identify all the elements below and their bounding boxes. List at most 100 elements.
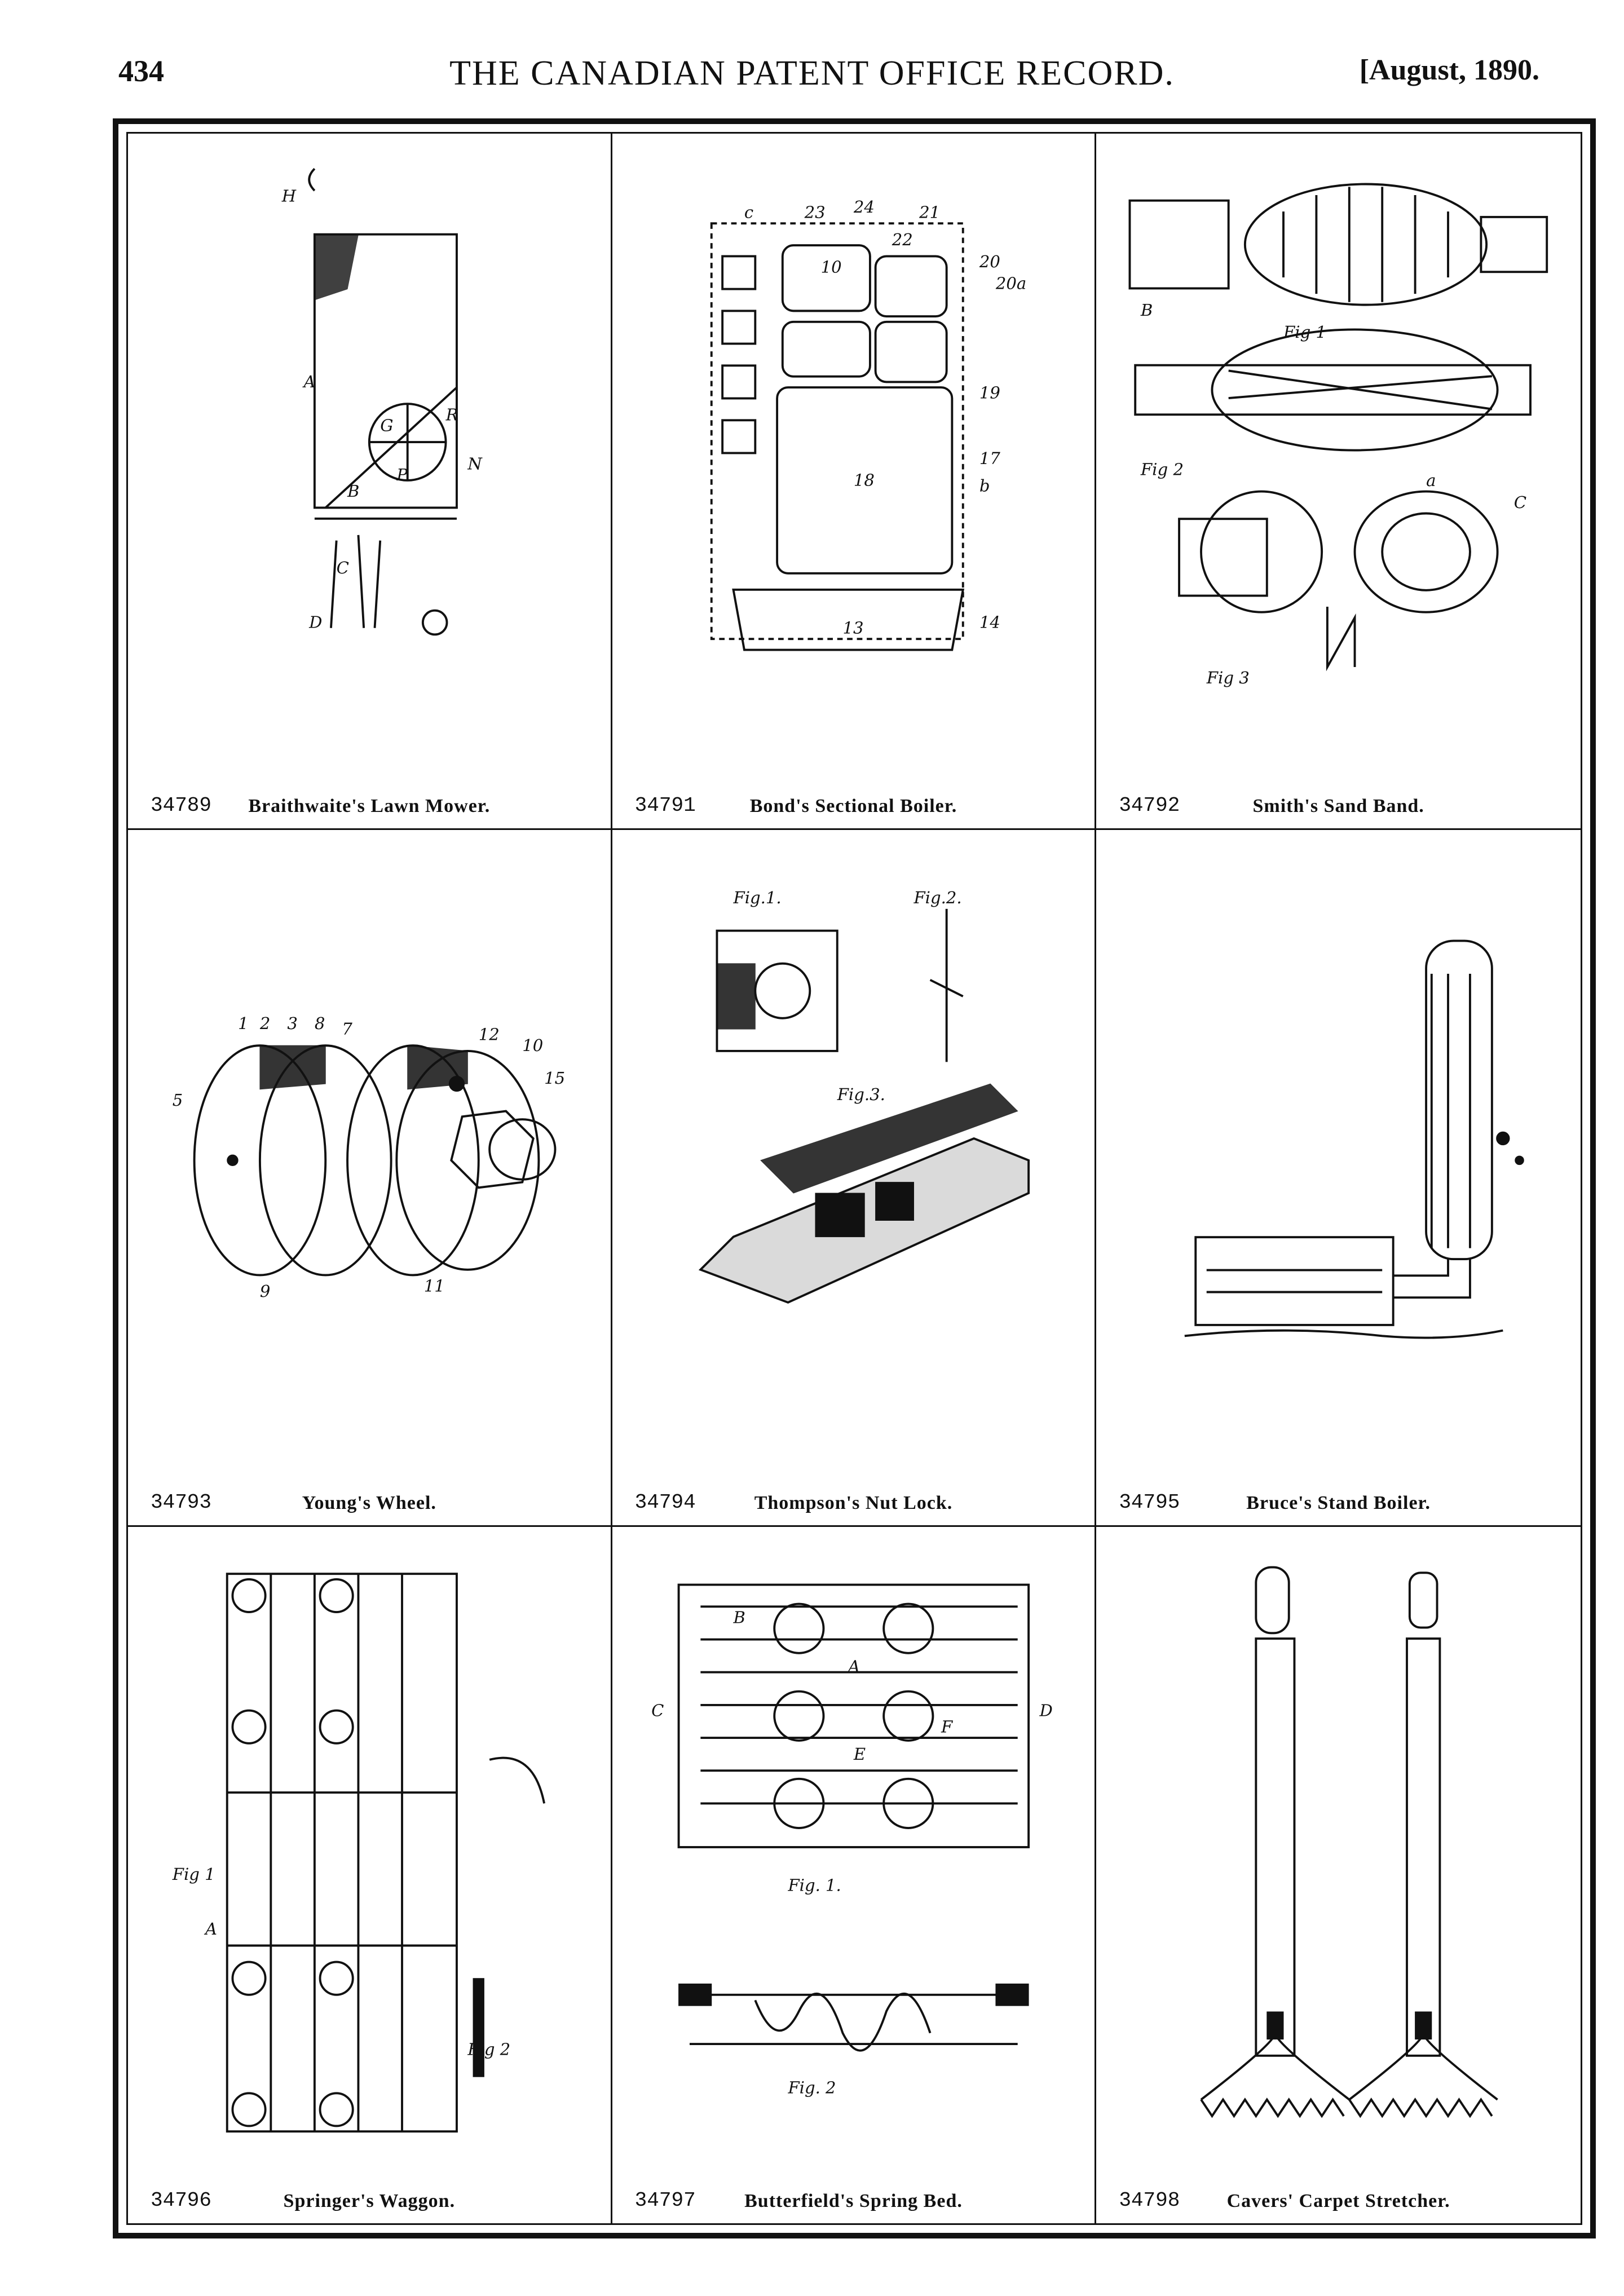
figure-caption: 34789 Braithwaite's Lawn Mower. [128, 789, 611, 817]
label-fig1: Fig.1. [732, 888, 781, 907]
label-1: 1 [238, 1014, 249, 1033]
label-c: c [744, 203, 753, 222]
label-10: 10 [820, 258, 841, 277]
label-fig2: Fig.2. [913, 888, 961, 907]
carpet-stretcher-drawing [1200, 1566, 1499, 2118]
label-7: 7 [342, 1019, 352, 1039]
label-fig1: Fig 1 [172, 1865, 215, 1884]
label-a: A [846, 1657, 860, 1676]
label-fig3: Fig 3 [1206, 668, 1250, 687]
label-g: G [380, 416, 393, 435]
label-12: 12 [479, 1025, 500, 1044]
patent-title: Cavers' Carpet Stretcher. [1226, 2191, 1450, 2211]
label-b: B [347, 482, 359, 501]
label-24: 24 [853, 197, 874, 217]
label-fig2: Fig 2 [467, 2039, 510, 2059]
label-20: 20 [978, 252, 1000, 271]
label-a: a [1426, 471, 1436, 490]
label-c: C [337, 558, 349, 577]
sand-band-drawing: Fig 1 Fig 2 Fig 3 B C a [1128, 183, 1548, 687]
patent-title: Thompson's Nut Lock. [754, 1492, 953, 1513]
patent-number: 34792 [1119, 794, 1180, 818]
label-n: N [467, 454, 483, 474]
label-fig1: Fig. 1. [787, 1875, 841, 1895]
patent-number: 34798 [1119, 2189, 1180, 2212]
label-d: D [308, 613, 322, 632]
label-23: 23 [804, 203, 825, 222]
label-r: R [445, 405, 458, 424]
patent-number: 34793 [151, 1490, 212, 1514]
figure-cell-nut-lock: Fig.1. Fig.2. Fig.3. 34794 Thompson's Nu… [612, 830, 1097, 1527]
waggon-drawing: Fig 1 Fig 2 A [172, 1572, 545, 2132]
figure-cell-carpet-stretcher: 34798 Cavers' Carpet Stretcher. [1096, 1527, 1581, 2223]
patent-title: Bond's Sectional Boiler. [749, 796, 957, 817]
patent-number: 34797 [634, 2189, 696, 2212]
label-13: 13 [842, 618, 863, 637]
label-5: 5 [173, 1090, 183, 1110]
label-f: F [941, 1717, 954, 1736]
patent-title: Bruce's Stand Boiler. [1246, 1492, 1431, 1513]
spring-bed-drawing: Fig. 1. Fig. 2 A B C D E F [651, 1583, 1052, 2097]
issue-date: [August, 1890. [1359, 54, 1539, 86]
plate-inner-frame: A B C D G H N P R 34789 Braithwaite's La… [126, 132, 1582, 2225]
label-d: D [1039, 1701, 1052, 1720]
patent-title: Braithwaite's Lawn Mower. [248, 796, 491, 817]
figure-caption: 34797 Butterfield's Spring Bed. [612, 2184, 1095, 2212]
label-14: 14 [979, 613, 1000, 632]
plate-frame: A B C D G H N P R 34789 Braithwaite's La… [113, 118, 1596, 2238]
label-fig1: Fig 1 [1283, 323, 1326, 342]
label-2: 2 [259, 1014, 271, 1033]
figure-caption: 34793 Young's Wheel. [128, 1486, 611, 1514]
patent-number: 34789 [151, 794, 212, 818]
label-fig2: Fig 2 [1140, 460, 1184, 479]
patent-title: Springer's Waggon. [283, 2191, 456, 2211]
label-b: B [732, 1608, 745, 1627]
patent-number: 34796 [151, 2189, 212, 2212]
label-21: 21 [919, 203, 940, 222]
nut-lock-drawing: Fig.1. Fig.2. Fig.3. [698, 888, 1030, 1304]
figure-caption: 34792 Smith's Sand Band. [1096, 789, 1581, 817]
publication-title: THE CANADIAN PATENT OFFICE RECORD. [449, 54, 1175, 92]
label-11: 11 [424, 1277, 445, 1296]
lawn-mower-drawing: A B C D G H N P R [281, 167, 483, 636]
label-9: 9 [260, 1282, 271, 1301]
figure-cell-stand-boiler: 34795 Bruce's Stand Boiler. [1096, 830, 1581, 1527]
figure-cell-spring-bed: Fig. 1. Fig. 2 A B C D E F 34797 Butterf… [612, 1526, 1097, 2223]
label-20a: 20a [995, 274, 1026, 293]
wheel-drawing: 1 2 3 5 7 8 9 10 11 12 15 [173, 1014, 565, 1301]
patent-number: 34795 [1119, 1490, 1180, 1514]
figure-caption: 34791 Bond's Sectional Boiler. [612, 789, 1095, 817]
label-e: E [853, 1744, 865, 1763]
label-10: 10 [522, 1036, 543, 1055]
figure-cell-lawn-mower: A B C D G H N P R 34789 Braithwaite's La… [128, 134, 612, 831]
patent-number: 34794 [634, 1490, 696, 1514]
label-22: 22 [891, 230, 912, 249]
label-c: C [651, 1701, 664, 1720]
label-18: 18 [853, 471, 874, 490]
label-a: A [204, 1919, 217, 1939]
patent-title: Butterfield's Spring Bed. [744, 2191, 963, 2211]
figure-cell-wheel: 1 2 3 5 7 8 9 10 11 12 15 34793 Young's … [128, 830, 612, 1527]
sectional-boiler-drawing: c 10 13 14 17 18 19 20 20a 21 22 23 24 b [710, 197, 1026, 651]
label-15: 15 [544, 1068, 565, 1088]
label-p: P [396, 465, 408, 484]
label-19: 19 [979, 383, 1000, 403]
figure-grid: A B C D G H N P R 34789 Braithwaite's La… [128, 134, 1581, 2223]
label-8: 8 [315, 1014, 325, 1033]
stand-boiler-drawing [1184, 939, 1525, 1339]
figure-caption: 34795 Bruce's Stand Boiler. [1096, 1486, 1581, 1514]
label-b: b [979, 476, 990, 495]
label-fig2: Fig. 2 [787, 2078, 836, 2097]
label-c: C [1514, 493, 1526, 512]
patent-number: 34791 [634, 794, 696, 818]
figure-caption: 34796 Springer's Waggon. [128, 2184, 611, 2212]
patent-title: Young's Wheel. [302, 1492, 436, 1513]
label-fig3: Fig.3. [836, 1085, 885, 1105]
figure-cell-sectional-boiler: c 10 13 14 17 18 19 20 20a 21 22 23 24 b… [612, 134, 1097, 831]
figure-caption: 34798 Cavers' Carpet Stretcher. [1096, 2184, 1581, 2212]
label-17: 17 [979, 449, 1000, 468]
label-h: H [281, 186, 297, 205]
label-b: B [1140, 301, 1153, 320]
label-3: 3 [287, 1014, 298, 1033]
page-number: 434 [118, 54, 164, 88]
